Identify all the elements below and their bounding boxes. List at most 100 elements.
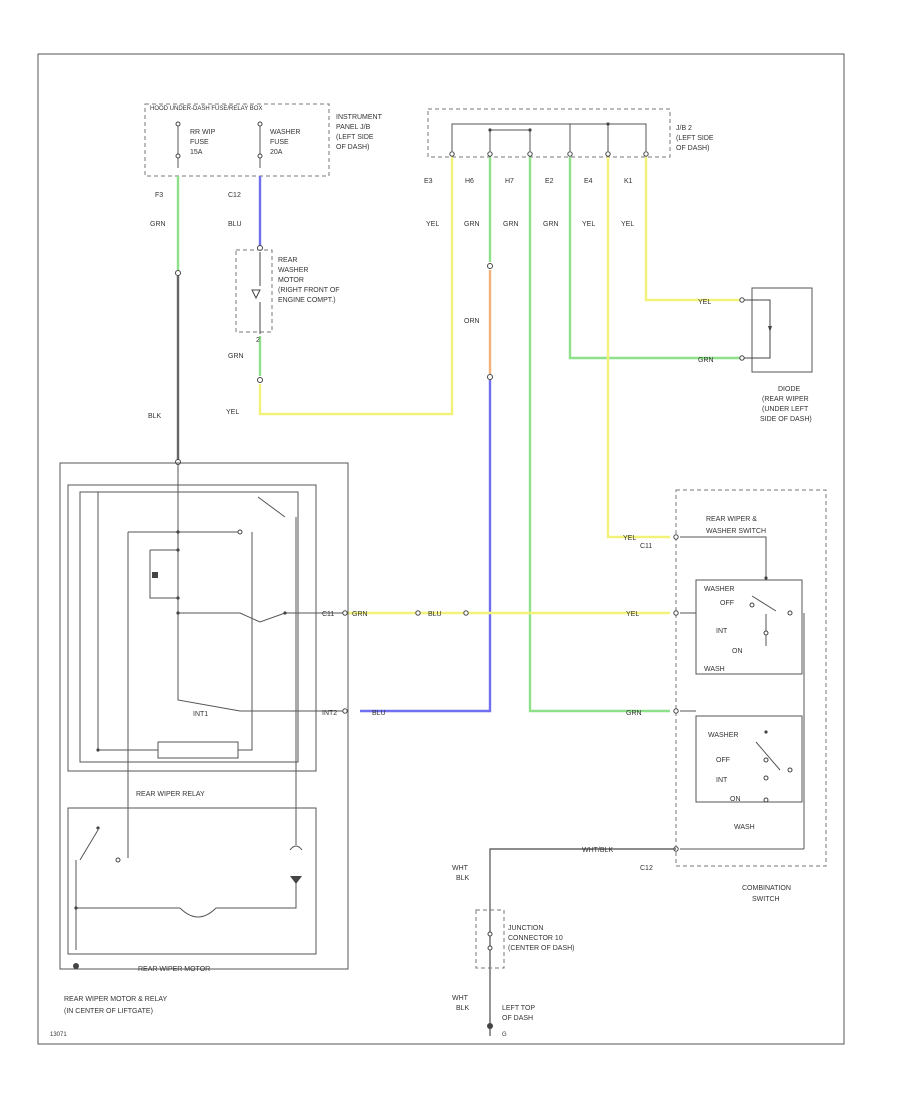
svg-text:WHT: WHT (452, 995, 469, 1002)
svg-text:WASHER: WASHER (708, 732, 738, 739)
svg-text:GRN: GRN (503, 221, 519, 228)
svg-text:(RIGHT FRONT OF: (RIGHT FRONT OF (278, 287, 340, 294)
wire-motor-yel (258, 157, 454, 416)
svg-text:REAR WIPER &: REAR WIPER & (706, 516, 757, 523)
svg-text:GRN: GRN (352, 611, 368, 618)
switch-wire-label: WHT/BLK (582, 847, 613, 854)
combination-switch-label-2: SWITCH (752, 896, 780, 903)
fuse-pin-c12: C12 (228, 192, 241, 199)
svg-text:CONNECTOR 10: CONNECTOR 10 (508, 935, 563, 942)
motor-relay-label-2: (IN CENTER OF LIFTGATE) (64, 1008, 153, 1015)
svg-text:GRN: GRN (543, 221, 559, 228)
fuse-box: HOOD UNDER-DASH FUSE/RELAY BOX RR WIP FU… (144, 103, 330, 199)
jb-pin-e3: E3 (424, 178, 433, 185)
wire-h6-blu (360, 380, 492, 713)
motor-relay-label-1: REAR WIPER MOTOR & RELAY (64, 996, 168, 1003)
wire-h7-grn (528, 157, 670, 713)
svg-text:15A: 15A (190, 149, 203, 156)
relay-pins: C11 GRN BLU INT2 BLU (322, 610, 469, 717)
fuse-washer: WASHER FUSE 20A (257, 121, 300, 168)
svg-text:WHT: WHT (452, 865, 469, 872)
svg-text:YEL: YEL (698, 299, 711, 306)
svg-text:WASH: WASH (734, 824, 755, 831)
svg-text:(UNDER LEFT: (UNDER LEFT (762, 406, 809, 413)
svg-text:(REAR WIPER: (REAR WIPER (762, 396, 809, 403)
svg-text:BLU: BLU (228, 221, 242, 228)
diode: YEL GRN DIODE (REAR WIPER (UNDER LEFT SI… (698, 287, 813, 423)
ground-label-1: LEFT TOP (502, 1005, 535, 1012)
svg-text:WASH: WASH (704, 666, 725, 673)
wires (176, 157, 740, 713)
instrument-panel-label: INSTRUMENT PANEL J/B (LEFT SIDE OF DASH) (336, 114, 383, 151)
svg-text:WASHER SWITCH: WASHER SWITCH (706, 528, 766, 535)
svg-text:BLK: BLK (456, 875, 470, 882)
relay-label: REAR WIPER RELAY (136, 791, 205, 798)
svg-text:(LEFT SIDE: (LEFT SIDE (676, 135, 714, 142)
svg-text:(CENTER OF DASH): (CENTER OF DASH) (508, 945, 575, 952)
svg-text:WASHER: WASHER (704, 586, 734, 593)
fuse-pin-f3: F3 (155, 192, 163, 199)
svg-text:RR WIP: RR WIP (190, 129, 216, 136)
rear-washer-motor: REAR WASHER MOTOR (RIGHT FRONT OF ENGINE… (235, 249, 340, 334)
wire-label-orn: ORN (464, 318, 480, 325)
jb-pin-h7: H7 (505, 178, 514, 185)
svg-text:OFF: OFF (720, 600, 734, 607)
svg-text:G: G (502, 1032, 507, 1038)
svg-text:20A: 20A (270, 149, 283, 156)
jb2-label: J/B 2 (676, 125, 692, 132)
svg-text:YEL: YEL (626, 611, 639, 618)
svg-text:C11: C11 (322, 611, 334, 618)
jb-pin-e2: E2 (545, 178, 554, 185)
junction-connector-label: JUNCTION (508, 925, 543, 932)
jb-pin-k1: K1 (624, 178, 633, 185)
svg-text:YEL: YEL (621, 221, 634, 228)
ground-point (487, 1023, 493, 1029)
relay-inline-int1: INT1 (193, 711, 208, 718)
diagram-frame (37, 53, 845, 1045)
svg-text:GRN: GRN (464, 221, 480, 228)
svg-text:SIDE OF DASH): SIDE OF DASH) (760, 416, 812, 423)
svg-text:BLK: BLK (456, 1005, 470, 1012)
svg-text:GRN: GRN (698, 357, 714, 364)
inline-connectors (175, 245, 493, 465)
svg-text:2: 2 (256, 337, 260, 344)
fuse-box-label: HOOD UNDER-DASH FUSE/RELAY BOX (150, 106, 262, 112)
rear-wiper-motor-relay: INT1 REAR WIPER RELAY REAR WIPER MOTOR (59, 462, 349, 973)
wire-k1-yel (644, 157, 740, 302)
svg-text:INSTRUMENT: INSTRUMENT (336, 114, 383, 121)
svg-text:C12: C12 (640, 865, 653, 872)
svg-text:ENGINE COMPT.): ENGINE COMPT.) (278, 297, 336, 304)
svg-text:GRN: GRN (626, 710, 642, 717)
svg-text:PANEL J/B: PANEL J/B (336, 124, 371, 131)
svg-text:FUSE: FUSE (190, 139, 209, 146)
svg-text:C11: C11 (640, 543, 652, 550)
svg-text:REAR: REAR (278, 257, 297, 264)
wire-e2-grn (568, 157, 740, 360)
svg-text:GRN: GRN (228, 353, 244, 360)
junction-block-2: J/B 2 (LEFT SIDE OF DASH) E3 H6 H7 E2 E4… (424, 108, 714, 185)
motor-label: REAR WIPER MOTOR (138, 966, 210, 973)
svg-text:YEL: YEL (426, 221, 439, 228)
svg-text:WASHER: WASHER (278, 267, 308, 274)
jb-pin-e4: E4 (584, 178, 593, 185)
svg-text:OFF: OFF (716, 757, 730, 764)
wire-label-blk: BLK (148, 413, 162, 420)
svg-text:YEL: YEL (623, 535, 636, 542)
combination-switch-label-1: COMBINATION (742, 885, 791, 892)
svg-text:WASHER: WASHER (270, 129, 300, 136)
jb-pin-h6: H6 (465, 178, 474, 185)
svg-text:BLU: BLU (372, 710, 386, 717)
svg-text:ON: ON (732, 648, 743, 655)
svg-text:MOTOR: MOTOR (278, 277, 304, 284)
svg-text:GRN: GRN (150, 221, 166, 228)
ground-circuit: WHT/BLK WHT BLK JUNCTION CONNECTOR 10 (C… (452, 847, 676, 1038)
svg-text:BLU: BLU (428, 611, 442, 618)
svg-text:ON: ON (730, 796, 741, 803)
svg-text:OF DASH): OF DASH) (336, 144, 369, 151)
ground-label-2: OF DASH (502, 1015, 533, 1022)
jb-wire-labels: YEL GRN GRN GRN YEL YEL GRN BLU (150, 221, 634, 228)
svg-text:YEL: YEL (226, 409, 239, 416)
svg-text:FUSE: FUSE (270, 139, 289, 146)
svg-text:INT: INT (716, 628, 728, 635)
